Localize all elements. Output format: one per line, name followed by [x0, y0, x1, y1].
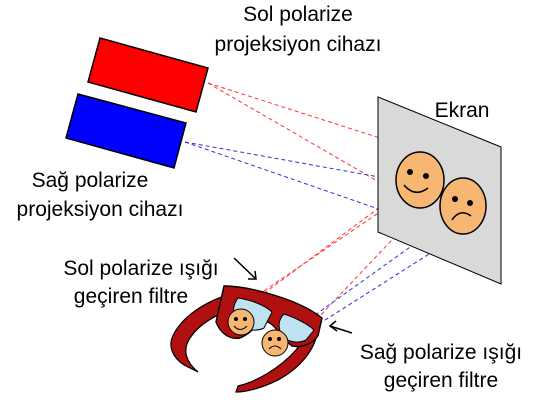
right-beam-to-screen-top: [184, 141, 441, 189]
right-polarized-projector: [65, 93, 187, 169]
left-filter-label-line1: Sol polarize ışığı: [63, 257, 218, 280]
left-beam-screen-to-glasses-c: [317, 204, 426, 319]
left-projector-label-line1: Sol polarize: [243, 3, 353, 26]
smiling-face-on-screen: [395, 151, 445, 209]
right-filter-label-line1: Sağ polarize ışığı: [360, 341, 522, 364]
left-projector-label-line2: projeksiyon cihazı: [215, 33, 382, 56]
right-filter-lens: [278, 313, 315, 343]
right-projector-label-line2: projeksiyon cihazı: [17, 198, 184, 221]
right-filter-pointer-arrow: [328, 320, 353, 334]
left-filter-label-line2: geçiren filtre: [74, 285, 188, 308]
screen-label: Ekran: [435, 99, 490, 122]
frowning-face-through-right-lens: [261, 329, 289, 357]
right-projector-label-line1: Sağ polarize: [32, 169, 149, 192]
smiling-face-through-left-lens: [227, 308, 255, 336]
left-polarized-projector: [87, 37, 209, 113]
left-beam-to-screen-bottom: [207, 82, 411, 201]
left-filter-pointer-arrow: [233, 257, 257, 280]
right-beam-to-screen-bottom: [184, 141, 446, 233]
polarized-glasses: [170, 285, 323, 393]
frowning-face-on-screen: [439, 177, 487, 235]
right-filter-label-line2: geçiren filtre: [384, 369, 498, 392]
